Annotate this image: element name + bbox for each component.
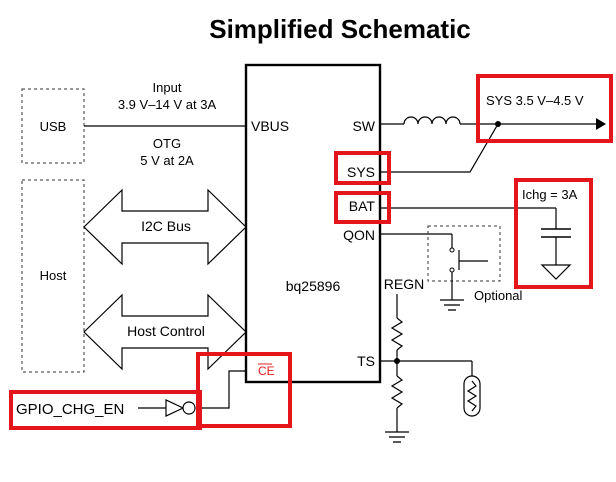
resistor-bottom-icon (390, 375, 404, 409)
ce-wire (197, 370, 246, 409)
pin-ce: CE (258, 364, 275, 378)
otg-label-line2: 5 V at 2A (140, 153, 194, 168)
pin-qon: QON (343, 227, 375, 243)
highlight-bat-pin (334, 191, 391, 224)
pin-regn: REGN (384, 276, 424, 292)
highlight-sys-pin (334, 151, 391, 185)
pin-sys: SYS (347, 164, 375, 180)
optional-label: Optional (474, 288, 523, 303)
gpio-label: GPIO_CHG_EN (16, 401, 124, 418)
host-control-label: Host Control (127, 323, 205, 339)
ts-junction-dot (394, 358, 400, 364)
i2c-bus-label: I2C Bus (141, 218, 191, 234)
usb-label: USB (40, 119, 67, 134)
ichg-label: Ichg = 3A (522, 187, 578, 202)
page-title: Simplified Schematic (209, 14, 471, 44)
host-label: Host (40, 268, 67, 283)
sys-feedback-wire (380, 123, 499, 173)
sys-output-label: SYS 3.5 V–4.5 V (486, 93, 584, 108)
ground-triangle-icon (540, 264, 572, 280)
input-label-line1: Input (153, 80, 182, 95)
highlight-ichg-battery (514, 178, 593, 289)
highlight-gpio (9, 390, 202, 430)
otg-label-line1: OTG (153, 136, 181, 151)
inductor-icon (403, 116, 461, 125)
pushbutton-switch-icon (440, 234, 488, 311)
host-block: Host (21, 179, 85, 373)
battery-capacitor-icon (541, 208, 571, 265)
highlight-sys-output (476, 74, 613, 143)
ground-icon (385, 431, 409, 443)
inverter-gate-icon (165, 399, 196, 417)
resistor-top-icon (390, 317, 404, 351)
chip-label: bq25896 (286, 278, 341, 294)
pin-ts: TS (357, 353, 375, 369)
pin-bat: BAT (349, 198, 376, 214)
pin-vbus: VBUS (251, 118, 289, 134)
host-control-arrow: Host Control (83, 293, 247, 371)
input-label-line2: 3.9 V–14 V at 3A (118, 97, 217, 112)
usb-block: USB (21, 88, 85, 164)
i2c-bus-arrow: I2C Bus (83, 188, 247, 266)
arrowhead-icon (596, 118, 606, 130)
pin-sw: SW (352, 118, 375, 134)
thermistor-icon (463, 375, 481, 417)
optional-box (427, 225, 501, 282)
